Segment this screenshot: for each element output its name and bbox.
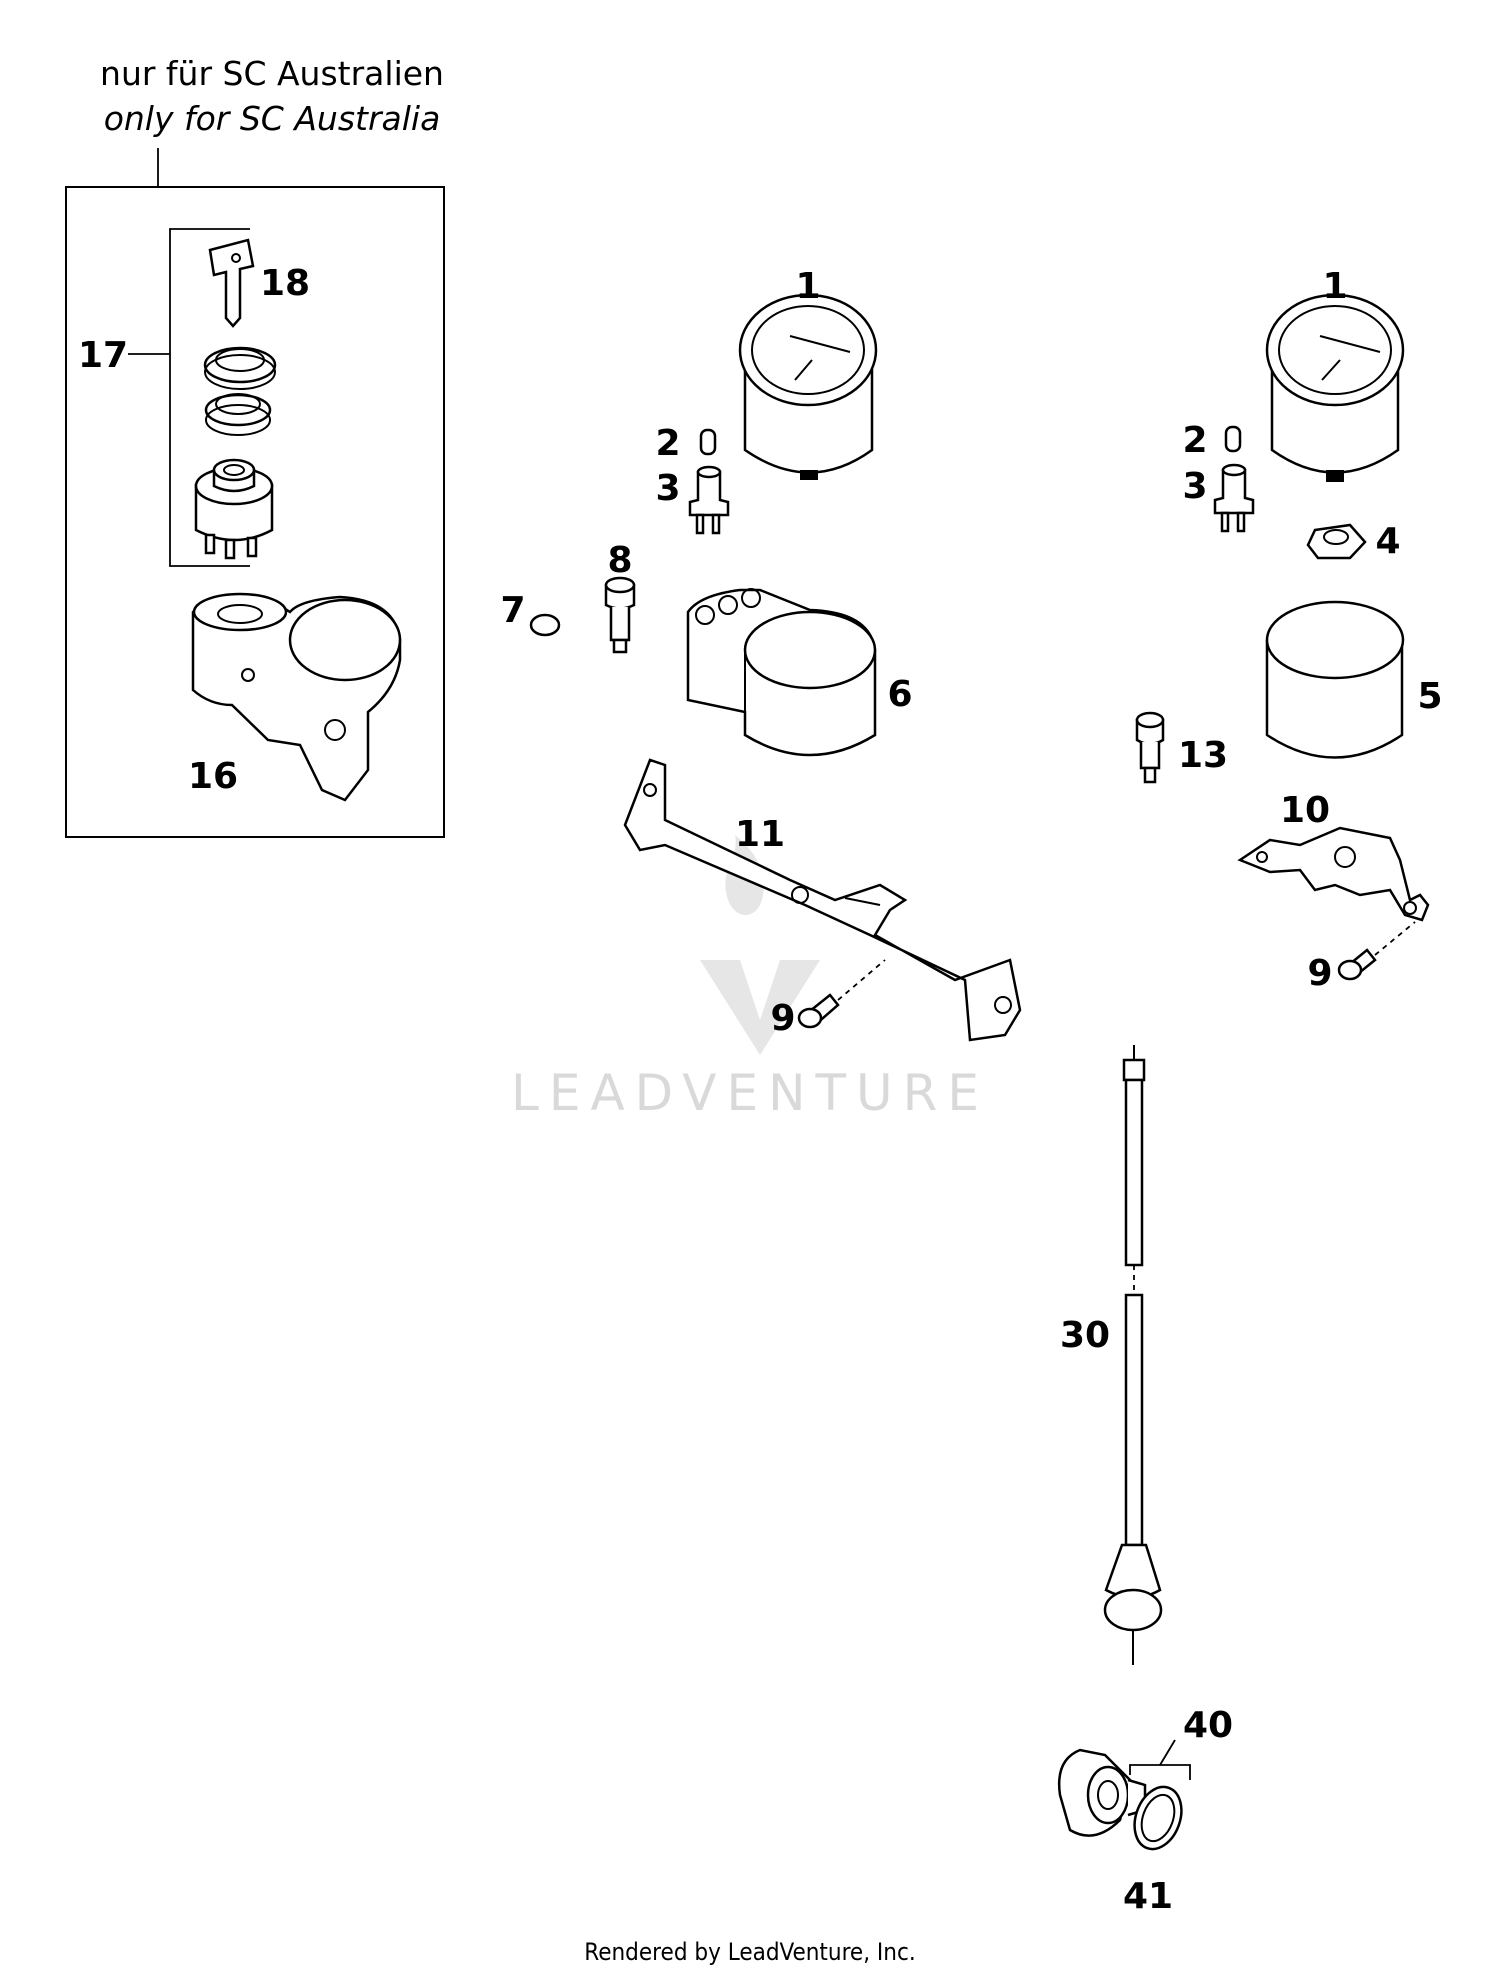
- drive-unit-40: [1057, 1748, 1147, 1837]
- bracket-17: [128, 228, 250, 567]
- speedometer-left: [738, 293, 878, 480]
- callout-4: 4: [1375, 521, 1400, 562]
- callout-40: 40: [1183, 1705, 1233, 1746]
- australia-note: nur für SC Australien only for SC Austra…: [65, 54, 445, 838]
- screw-9-right: [1337, 921, 1416, 981]
- housing-5: [1265, 600, 1405, 759]
- plug-7: [529, 613, 561, 637]
- watermark: LEADVENTURE: [511, 835, 989, 1122]
- callout-8: 8: [607, 540, 632, 581]
- switch-housing-16: [191, 592, 402, 802]
- ignition-switch: [194, 458, 274, 560]
- screw-9-left: [797, 959, 886, 1029]
- speedometer-right: [1265, 293, 1405, 482]
- callout-1-right: 1: [1322, 266, 1347, 307]
- note-english: only for SC Australia: [104, 99, 441, 138]
- callout-3-right: 3: [1182, 466, 1207, 507]
- key-18: [208, 238, 255, 328]
- callout-18: 18: [260, 263, 310, 304]
- callout-7: 7: [500, 590, 525, 631]
- bulb-socket-right: [1213, 425, 1255, 533]
- indicator-8: [604, 576, 636, 654]
- australia-box: [65, 186, 445, 838]
- callout-41: 41: [1123, 1876, 1173, 1917]
- nut-4: [1306, 523, 1367, 560]
- callout-6: 6: [887, 674, 912, 715]
- bracket-10: [1237, 826, 1430, 922]
- indicator-13: [1135, 711, 1165, 784]
- bracket-40: [1129, 1764, 1191, 1780]
- speedometer-cable-30: [1103, 1045, 1163, 1665]
- callout-5: 5: [1417, 676, 1442, 717]
- callout-2-left: 2: [655, 423, 680, 464]
- callout-9-left: 9: [770, 998, 795, 1039]
- watermark-text: LEADVENTURE: [511, 1064, 989, 1122]
- callout-16: 16: [188, 756, 238, 797]
- callout-1-left: 1: [795, 266, 820, 307]
- callout-30: 30: [1060, 1315, 1110, 1356]
- leader-40: [1159, 1739, 1176, 1766]
- seal-rings: [203, 346, 277, 436]
- callout-3-left: 3: [655, 468, 680, 509]
- callout-9-right: 9: [1307, 953, 1332, 994]
- note-german: nur für SC Australien: [100, 54, 444, 93]
- callout-10: 10: [1280, 790, 1330, 831]
- callout-labels: 1 1 2 2 3 3 4 5 6 7 8 9 9 10 11 13 16 17…: [78, 263, 1443, 1917]
- bulb-socket-left: [688, 428, 730, 535]
- housing-6: [686, 588, 877, 757]
- retaining-ring-41: [1133, 1785, 1183, 1851]
- watermark-logo: [700, 960, 820, 1055]
- callout-17: 17: [78, 335, 128, 376]
- callout-13: 13: [1178, 735, 1228, 776]
- callout-11: 11: [735, 814, 785, 855]
- bracket-11: [623, 758, 1022, 1042]
- callout-2-right: 2: [1182, 420, 1207, 461]
- footer-credit: Rendered by LeadVenture, Inc.: [584, 1938, 915, 1966]
